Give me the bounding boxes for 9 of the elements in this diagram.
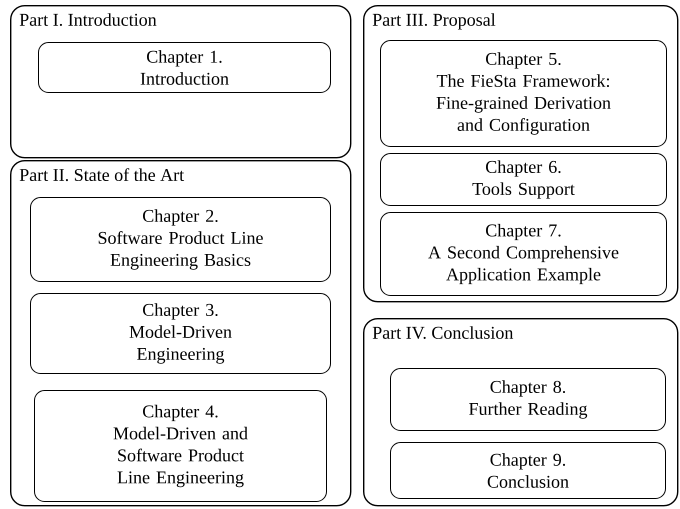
chapter-box: Chapter 4. Model-Driven and Software Product Line Engineering	[34, 390, 327, 502]
chapter-box: Chapter 2. Software Product Line Engineering Basics	[30, 197, 331, 282]
chapter-box: Chapter 9. Conclusion	[390, 442, 666, 499]
chapter-box: Chapter 5. The FieSta Framework: Fine-grained Derivation and Configuration	[380, 40, 667, 147]
chapter-box: Chapter 1. Introduction	[38, 42, 331, 93]
chapter-box: Chapter 8. Further Reading	[390, 368, 666, 431]
chapter-box: Chapter 7. A Second Comprehensive Application Example	[380, 212, 667, 296]
chapter-box: Chapter 3. Model-Driven Engineering	[30, 293, 331, 374]
chapter-box: Chapter 6. Tools Support	[380, 153, 667, 206]
